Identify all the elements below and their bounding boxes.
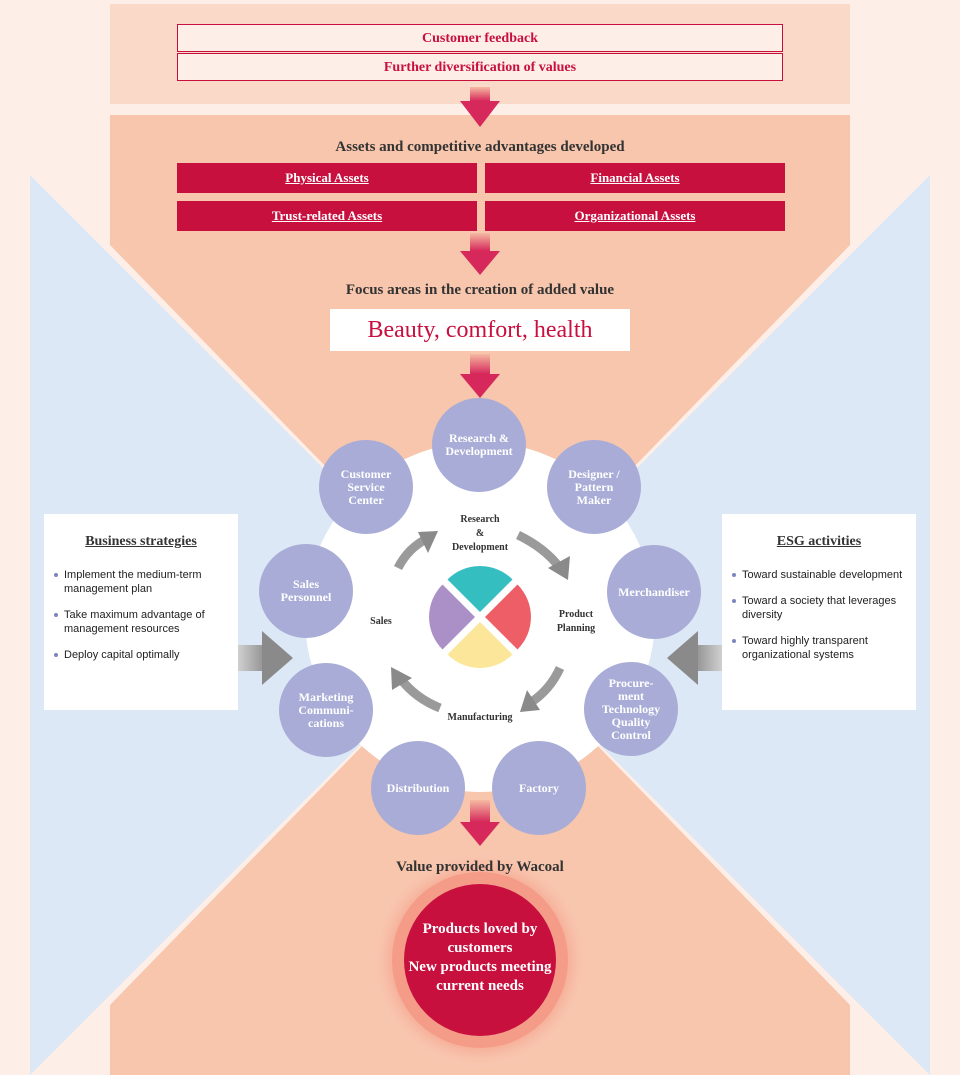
list-item: Deploy capital optimally xyxy=(54,648,228,662)
list-item: Toward sustainable development xyxy=(732,568,906,582)
cycle-label-sales: Sales xyxy=(370,616,392,627)
list-item: Implement the medium-term management pla… xyxy=(54,568,228,596)
down-arrow-1 xyxy=(460,87,500,127)
customer-feedback-row: Customer feedback xyxy=(177,24,783,52)
focus-heading: Focus areas in the creation of added val… xyxy=(345,282,615,298)
focus-value-box: Beauty, comfort, health xyxy=(330,309,630,351)
asset-financial[interactable]: Financial Assets xyxy=(485,163,785,193)
cycle-wheel xyxy=(429,566,531,668)
gray-arrow-left xyxy=(238,631,293,685)
esg-activities-panel: ESG activities Toward sustainable develo… xyxy=(722,514,916,710)
business-strategies-title: Business strategies xyxy=(85,534,197,549)
value-provided-heading: Value provided by Wacoal xyxy=(396,859,564,875)
node-distribution[interactable]: Distribution xyxy=(371,741,465,835)
business-strategies-panel: Business strategies Implement the medium… xyxy=(44,514,238,710)
assets-heading: Assets and competitive advantages develo… xyxy=(335,139,625,155)
node-factory[interactable]: Factory xyxy=(492,741,586,835)
esg-activities-title: ESG activities xyxy=(776,534,862,549)
cycle-label-manufacturing: Manufacturing xyxy=(447,712,513,723)
asset-physical[interactable]: Physical Assets xyxy=(177,163,477,193)
list-item: Take maximum advantage of management res… xyxy=(54,608,228,636)
down-arrow-4 xyxy=(460,800,500,846)
down-arrow-3 xyxy=(460,354,500,398)
value-core xyxy=(404,884,556,1036)
esg-activities-list: Toward sustainable development Toward a … xyxy=(732,568,906,662)
node-merchandiser[interactable]: Merchandiser xyxy=(607,545,701,639)
asset-organizational[interactable]: Organizational Assets xyxy=(485,201,785,231)
asset-trust[interactable]: Trust-related Assets xyxy=(177,201,477,231)
cycle-label-research: Research&Development xyxy=(451,514,509,553)
list-item: Toward highly transparent organizational… xyxy=(732,634,906,662)
customer-feedback-label: Customer feedback xyxy=(421,31,538,46)
node-research-development[interactable]: Research &Development xyxy=(432,398,526,492)
center-white-circle xyxy=(305,442,655,792)
lower-peach-funnel xyxy=(110,625,850,1075)
gray-arrow-right xyxy=(667,631,722,685)
list-item: Toward a society that leverages diversit… xyxy=(732,594,906,622)
business-strategies-list: Implement the medium-term management pla… xyxy=(54,568,228,662)
right-blue-region xyxy=(480,175,930,1075)
down-arrow-2 xyxy=(460,233,500,275)
diversification-label: Further diversification of values xyxy=(383,60,577,75)
value-provided-text: Products loved by customers New products… xyxy=(408,921,552,994)
left-blue-region xyxy=(30,175,480,1075)
diversification-row: Further diversification of values xyxy=(177,53,783,81)
